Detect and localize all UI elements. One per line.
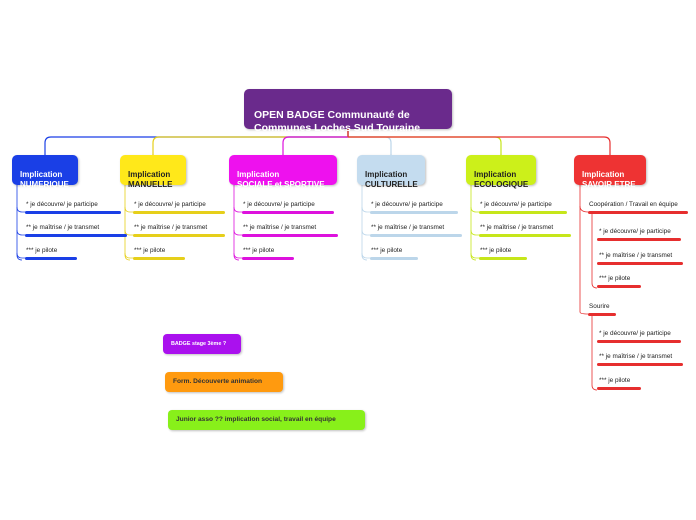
leaf-item[interactable]: ** je maîtrise / je transmet: [599, 252, 673, 259]
subgroup-spine: [591, 316, 598, 391]
branch-spine: [579, 185, 589, 315]
leaf-connector: [470, 229, 480, 236]
leaf-item[interactable]: ** je maîtrise / je transmet: [599, 353, 673, 360]
branch-label: Implication NUMERIQUE: [20, 170, 69, 189]
leaf-underline: [370, 211, 458, 214]
leaf-underline: [25, 257, 77, 260]
leaf-underline: [597, 387, 641, 390]
branch-spine: [361, 185, 368, 261]
leaf-underline: [370, 257, 418, 260]
leaf-connector: [124, 206, 134, 213]
leaf-underline: [25, 211, 121, 214]
leaf-item[interactable]: *** je pilote: [243, 247, 275, 254]
branch-sociale-sportive[interactable]: Implication SOCIALE et SPORTIVE: [229, 155, 337, 189]
branch-connector: [152, 136, 348, 155]
leaf-underline: [479, 211, 567, 214]
leaf-item[interactable]: * je découvre/ je participe: [599, 330, 671, 337]
leaf-connector: [361, 252, 371, 259]
leaf-item[interactable]: *** je pilote: [371, 247, 403, 254]
leaf-item[interactable]: * je découvre/ je participe: [134, 201, 206, 208]
branch-ecologique[interactable]: Implication ECOLOGIQUE: [466, 155, 536, 189]
leaf-underline: [597, 285, 641, 288]
leaf-item[interactable]: *** je pilote: [599, 377, 631, 384]
leaf-item[interactable]: *** je pilote: [26, 247, 58, 254]
leaf-connector: [470, 252, 480, 259]
branch-spine: [470, 185, 477, 261]
leaf-underline: [242, 234, 338, 237]
branch-label: Implication SOCIALE et SPORTIVE: [237, 170, 325, 189]
floating-topic-badge-stage[interactable]: BADGE stage 3ème ?: [163, 334, 241, 354]
leaf-connector: [233, 229, 243, 236]
subgroup-spine: [591, 214, 598, 289]
root-node[interactable]: OPEN BADGE Communauté de Communes Loches…: [244, 89, 452, 134]
leaf-item[interactable]: *** je pilote: [599, 275, 631, 282]
leaf-item[interactable]: *** je pilote: [480, 247, 512, 254]
leaf-connector: [16, 206, 26, 213]
leaf-item[interactable]: * je découvre/ je participe: [480, 201, 552, 208]
subgroup-cooperation[interactable]: Coopération / Travail en équipe: [589, 201, 678, 208]
leaf-connector: [124, 252, 134, 259]
leaf-connector: [579, 205, 589, 213]
leaf-connector: [16, 229, 26, 236]
leaf-item[interactable]: ** je maîtrise / je transmet: [371, 224, 445, 231]
leaf-underline: [588, 313, 616, 316]
branch-connector: [348, 136, 392, 155]
branch-connector: [348, 136, 502, 155]
branch-connector: [348, 136, 611, 155]
branch-connector: [44, 136, 348, 155]
leaf-underline: [479, 257, 527, 260]
branch-connector: [282, 136, 348, 155]
leaf-underline: [25, 234, 127, 237]
leaf-connector: [233, 206, 243, 213]
branch-spine: [233, 185, 240, 261]
leaf-underline: [242, 211, 334, 214]
leaf-item[interactable]: * je découvre/ je participe: [371, 201, 443, 208]
leaf-underline: [370, 234, 462, 237]
branch-culturelle[interactable]: Implication CULTURELLE: [357, 155, 425, 189]
root-title: OPEN BADGE Communauté de Communes Loches…: [254, 109, 421, 135]
branch-spine: [16, 185, 23, 261]
leaf-connector: [16, 252, 26, 259]
leaf-item[interactable]: ** je maîtrise / je transmet: [480, 224, 554, 231]
leaf-underline: [133, 257, 185, 260]
leaf-item[interactable]: ** je maîtrise / je transmet: [26, 224, 100, 231]
leaf-item[interactable]: * je découvre/ je participe: [243, 201, 315, 208]
leaf-underline: [588, 211, 688, 214]
branch-label: Implication CULTURELLE: [365, 170, 418, 189]
leaf-connector: [361, 206, 371, 213]
branch-label: Implication ECOLOGIQUE: [474, 170, 529, 189]
floating-topic-formation[interactable]: Form. Découverte animation: [165, 372, 283, 392]
subgroup-sourire[interactable]: Sourire: [589, 303, 610, 310]
leaf-connector: [470, 206, 480, 213]
leaf-underline: [479, 234, 571, 237]
branch-label: Implication MANUELLE: [128, 170, 173, 189]
leaf-item[interactable]: ** je maîtrise / je transmet: [243, 224, 317, 231]
leaf-item[interactable]: ** je maîtrise / je transmet: [134, 224, 208, 231]
branch-manuelle[interactable]: Implication MANUELLE: [120, 155, 186, 189]
leaf-underline: [597, 238, 681, 241]
branch-numerique[interactable]: Implication NUMERIQUE: [12, 155, 78, 189]
branch-label: Implication SAVOIR ETRE: [582, 170, 636, 189]
leaf-underline: [133, 234, 225, 237]
leaf-underline: [597, 363, 683, 366]
leaf-underline: [597, 340, 681, 343]
branch-savoir-etre[interactable]: Implication SAVOIR ETRE: [574, 155, 646, 189]
branch-spine: [124, 185, 131, 261]
leaf-item[interactable]: * je découvre/ je participe: [599, 228, 671, 235]
leaf-underline: [242, 257, 294, 260]
leaf-underline: [597, 262, 683, 265]
leaf-underline: [133, 211, 225, 214]
leaf-item[interactable]: *** je pilote: [134, 247, 166, 254]
floating-topic-junior-asso[interactable]: Junior asso ?? implication social, trava…: [168, 410, 365, 430]
leaf-item[interactable]: * je découvre/ je participe: [26, 201, 98, 208]
leaf-connector: [233, 252, 243, 259]
leaf-connector: [361, 229, 371, 236]
